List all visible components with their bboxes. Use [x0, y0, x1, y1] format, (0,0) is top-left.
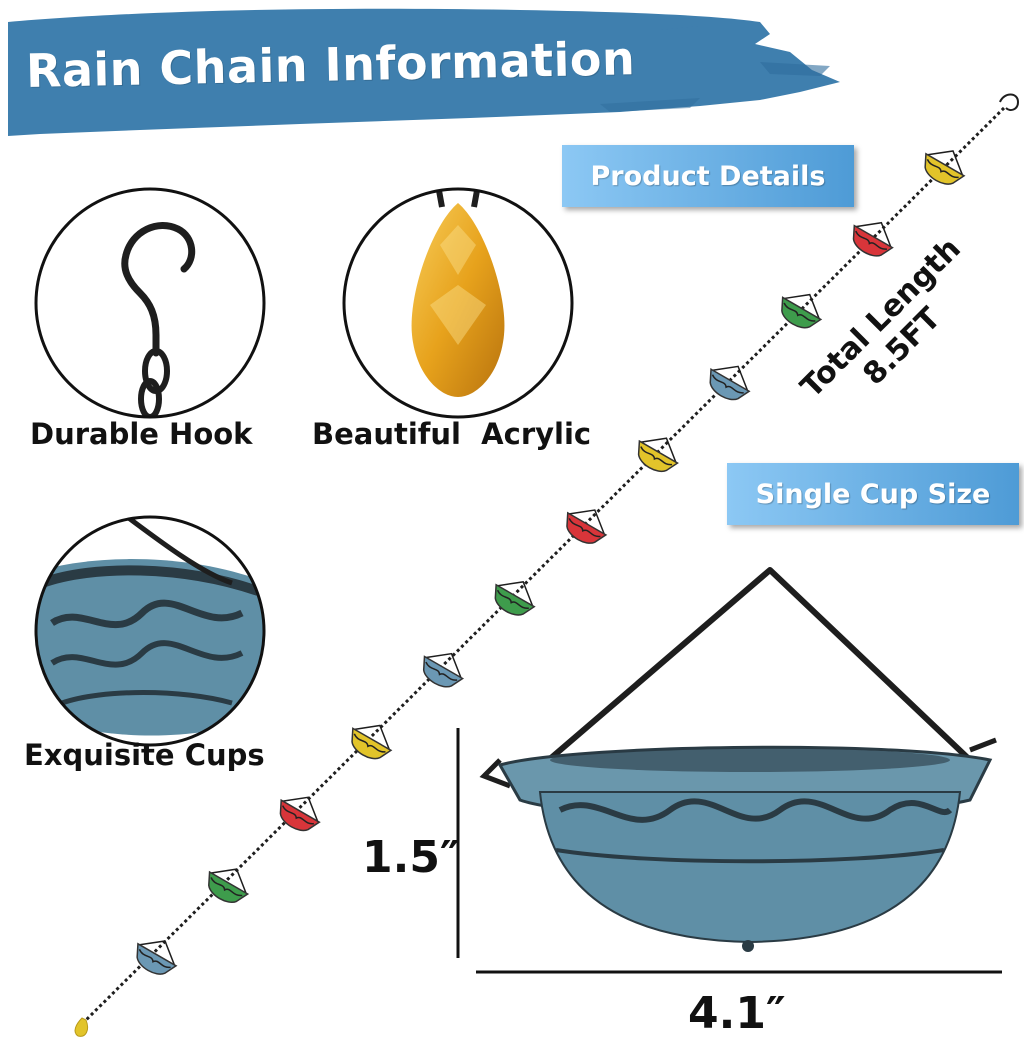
chain-cup-blue — [422, 652, 465, 688]
chain-cup-green — [208, 868, 250, 903]
rain-chain — [74, 93, 1020, 1037]
chain-cup-yellow — [924, 150, 966, 185]
width-dimension: 4.1″ — [688, 988, 786, 1039]
chain-end-drop — [74, 1017, 89, 1037]
single-cup-size-badge: Single Cup Size — [727, 463, 1019, 525]
single-cup-illustration — [479, 567, 997, 952]
chain-cup-blue — [136, 940, 178, 975]
cup-detail-icon — [36, 517, 264, 745]
durable-hook-circle — [34, 187, 266, 419]
single-cup-size-label: Single Cup Size — [755, 478, 991, 510]
chain-cup-red — [279, 796, 321, 832]
cup-hanger-wire — [542, 567, 973, 767]
chain-cup-green — [781, 293, 823, 329]
banner-brush — [8, 8, 840, 136]
chain-cup-red — [852, 221, 894, 257]
durable-hook-label: Durable Hook — [30, 417, 253, 451]
acrylic-drop-icon — [411, 189, 505, 397]
chain-cup-yellow — [351, 724, 393, 760]
chain-cup-red — [566, 509, 608, 544]
product-details-label: Product Details — [590, 160, 826, 192]
height-dimension: 1.5″ — [362, 832, 460, 883]
chain-cups — [136, 150, 966, 975]
chain-cup-green — [494, 581, 536, 616]
chain-cup-blue — [709, 365, 751, 401]
hook-icon — [121, 221, 196, 417]
exquisite-cups-label: Exquisite Cups — [24, 738, 265, 772]
acrylic-label: Beautiful Acrylic — [312, 417, 592, 451]
acrylic-circle — [342, 187, 574, 419]
exquisite-cups-circle — [34, 515, 266, 747]
dimension-lines — [456, 728, 1002, 974]
chain-cup-yellow — [637, 437, 679, 473]
product-details-badge: Product Details — [562, 145, 854, 207]
